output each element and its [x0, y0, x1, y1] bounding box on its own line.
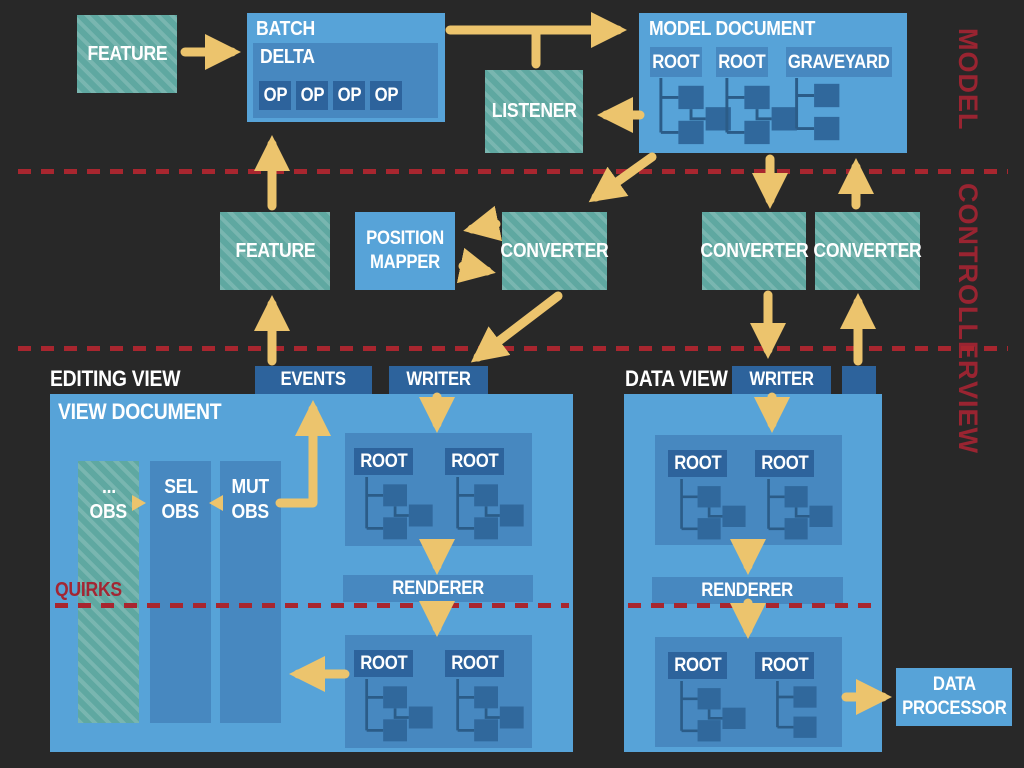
layer-label-view: VIEW [953, 381, 983, 455]
feature-box-model: FEATURE [77, 15, 177, 93]
op-box: OP [296, 81, 328, 110]
events-box: EVENTS [255, 366, 372, 394]
position-mapper-box: POSITION MAPPER [355, 212, 455, 290]
node-tree-icon [718, 78, 798, 148]
view-root-box: ROOT [354, 650, 413, 677]
observer-label: OBS [89, 501, 128, 523]
node-tree-icon [670, 681, 750, 745]
root-label: ROOT [718, 51, 766, 73]
model-graveyard-box: GRAVEYARD [786, 47, 892, 77]
editing-view-title-text: EDITING VIEW [50, 366, 181, 391]
selection-observer-box: SEL OBS [150, 461, 211, 723]
converter-box: CONVERTER [699, 212, 809, 290]
model-root-box: ROOT [716, 47, 768, 77]
mutation-observer-box: MUT OBS [220, 461, 281, 723]
root-label: ROOT [652, 51, 700, 73]
arrow-modeldoc-to-converter1 [588, 152, 657, 203]
controller-view-divider [18, 346, 1008, 351]
model-controller-divider [18, 169, 1008, 174]
observer-label: ... [101, 476, 116, 498]
writer-label: WRITER [749, 369, 814, 390]
observer-label: SEL [163, 476, 198, 498]
arrow-converter-to-positionmapper [463, 205, 503, 242]
data-view-title-text: DATA VIEW [625, 366, 728, 391]
observer-label: MUT [231, 476, 270, 498]
root-label: ROOT [760, 452, 809, 474]
quirks-divider [55, 603, 569, 608]
root-label: ROOT [673, 452, 722, 474]
view-root-box: ROOT [755, 450, 814, 477]
node-tree-icon [356, 477, 436, 543]
root-label: ROOT [359, 652, 408, 674]
delta-label: DELTA [260, 46, 315, 68]
node-tree-icon [788, 78, 848, 148]
quirks-label: QUIRKS [55, 579, 122, 601]
view-root-box: ROOT [668, 652, 727, 679]
model-root-box: ROOT [650, 47, 702, 77]
events-label: EVENTS [280, 369, 347, 390]
feature-label: FEATURE [87, 42, 167, 65]
batch-label: BATCH [256, 18, 315, 40]
op-box: OP [370, 81, 402, 110]
op-box: OP [259, 81, 291, 110]
writer-label: WRITER [406, 369, 471, 390]
listener-label: LISTENER [491, 100, 577, 122]
view-root-box: ROOT [354, 448, 413, 475]
converter-box: CONVERTER [813, 212, 922, 290]
view-root-box: ROOT [445, 448, 504, 475]
renderer-label: RENDERER [392, 577, 484, 599]
renderer-label: RENDERER [701, 579, 794, 601]
op-label: OP [300, 84, 324, 106]
node-tree-icon [757, 479, 837, 543]
root-label: ROOT [673, 654, 722, 676]
node-tree-icon [757, 681, 837, 745]
op-label: OP [263, 84, 287, 106]
arrow-positionmapper-to-converter [456, 247, 496, 284]
editing-view-title: EDITING VIEW [50, 366, 198, 392]
editing-writer-box: WRITER [389, 366, 488, 394]
layer-label-controller: CONTROLLER [953, 183, 983, 381]
root-label: ROOT [359, 450, 408, 472]
position-mapper-label: POSITION MAPPER [366, 228, 444, 273]
layer-label-model: MODEL [953, 28, 983, 131]
quirks-divider [628, 603, 878, 608]
converter-box: CONVERTER [500, 212, 609, 290]
op-label: OP [374, 84, 398, 106]
data-processor-box: DATA PROCESSOR [896, 668, 1012, 726]
op-box: OP [333, 81, 365, 110]
observer-label: OBS [161, 501, 200, 523]
data-processor-label: DATA PROCESSOR [901, 674, 1007, 719]
model-document-label: MODEL DOCUMENT [649, 18, 816, 40]
root-label: ROOT [450, 450, 499, 472]
view-document-label: VIEW DOCUMENT [58, 399, 222, 424]
data-view-title: DATA VIEW [625, 366, 742, 392]
node-tree-icon [447, 679, 527, 745]
observer-generic-box: ... OBS [78, 461, 139, 723]
node-tree-icon [447, 477, 527, 543]
data-renderer-box: RENDERER [652, 577, 843, 604]
root-label: ROOT [760, 654, 809, 676]
view-root-box: ROOT [755, 652, 814, 679]
observer-label: OBS [231, 501, 270, 523]
converter-label: CONVERTER [699, 239, 809, 262]
data-writer-box: WRITER [732, 366, 831, 394]
converter-label: CONVERTER [813, 239, 922, 262]
feature-label: FEATURE [235, 239, 315, 262]
listener-box: LISTENER [485, 70, 583, 153]
view-root-box: ROOT [445, 650, 504, 677]
node-tree-icon [356, 679, 436, 745]
node-tree-icon [670, 479, 750, 543]
editing-renderer-box: RENDERER [343, 575, 533, 602]
root-label: ROOT [450, 652, 499, 674]
graveyard-label: GRAVEYARD [788, 51, 890, 73]
op-label: OP [337, 84, 361, 106]
view-root-box: ROOT [668, 450, 727, 477]
feature-box-controller: FEATURE [220, 212, 330, 290]
converter-label: CONVERTER [500, 239, 609, 262]
data-view-output-box [842, 366, 876, 394]
